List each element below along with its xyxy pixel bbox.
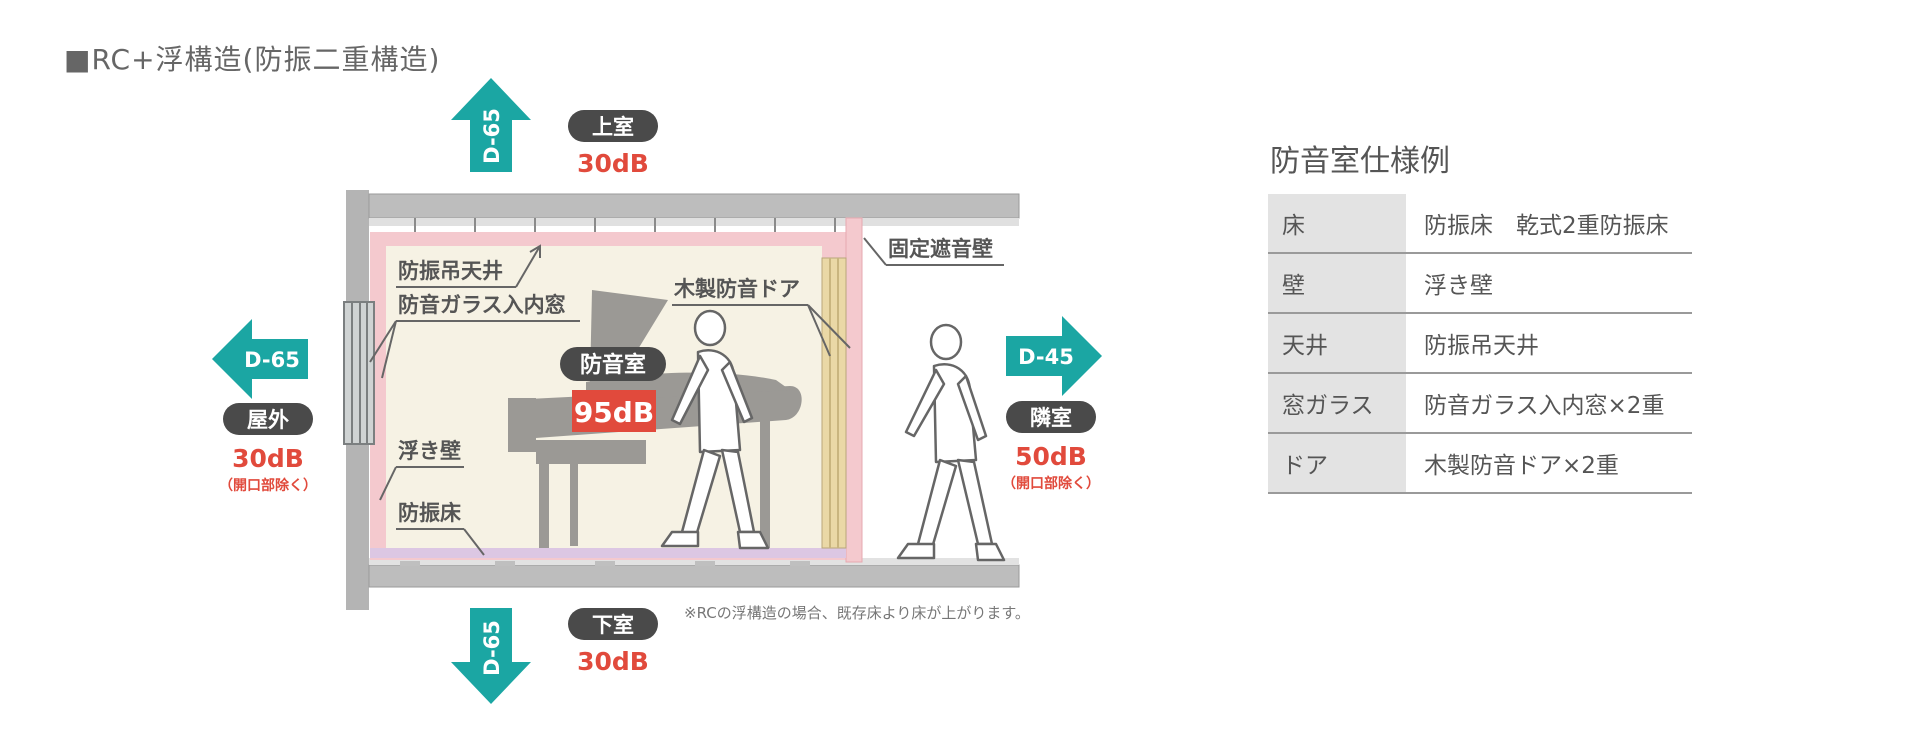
- zone-next-name: 隣室: [1030, 406, 1072, 430]
- callout-fixed-wall: 固定遮音壁: [888, 237, 993, 261]
- table-row: 床 防振床 乾式2重防振床: [1268, 194, 1692, 254]
- spec-value: 防振床 乾式2重防振床: [1406, 194, 1692, 254]
- zone-outside-db: 30dB: [232, 444, 304, 473]
- spec-title: 防音室仕様例: [1270, 144, 1450, 179]
- floor-layer: [370, 548, 846, 558]
- wooden-door: [821, 257, 847, 549]
- page-title: ■RC+浮構造(防振二重構造): [64, 43, 441, 76]
- callout-door: 木製防音ドア: [673, 277, 800, 301]
- zone-outside: 屋外 30dB （開口部除く）: [219, 403, 317, 494]
- spec-key: 天井: [1268, 313, 1406, 374]
- person-next-room-icon: [896, 323, 1006, 562]
- window: [343, 301, 375, 445]
- top-slab: [368, 193, 1020, 219]
- arrow-up: D-65: [451, 78, 531, 172]
- zone-next-db: 50dB: [1015, 442, 1087, 471]
- zone-next: 隣室 50dB （開口部除く）: [1002, 401, 1100, 492]
- spec-key: 窓ガラス: [1268, 373, 1406, 434]
- zone-upper-db: 30dB: [577, 149, 649, 178]
- zone-outside-note: （開口部除く）: [219, 477, 317, 494]
- spec-value: 防振吊天井: [1406, 313, 1692, 374]
- table-row: 天井 防振吊天井: [1268, 313, 1692, 374]
- zone-upper: 上室 30dB: [568, 110, 658, 178]
- footnote: ※RCの浮構造の場合、既存床より床が上がります。: [684, 604, 1030, 622]
- zone-lower-db: 30dB: [577, 647, 649, 676]
- arrow-down-label: D-65: [480, 620, 504, 676]
- spec-table: 床 防振床 乾式2重防振床 壁 浮き壁 天井 防振吊天井 窓ガラス 防音ガラス入…: [1268, 194, 1692, 494]
- arrow-left: D-65: [212, 319, 308, 399]
- arrow-right: D-45: [1006, 316, 1102, 396]
- zone-room: 防音室 95dB: [560, 347, 666, 432]
- callout-floor: 防振床: [398, 501, 461, 525]
- table-row: 壁 浮き壁: [1268, 253, 1692, 314]
- spec-value: 防音ガラス入内窓×2重: [1406, 373, 1692, 434]
- spec-key: 壁: [1268, 253, 1406, 314]
- structure: [346, 190, 1020, 610]
- zone-next-note: （開口部除く）: [1002, 475, 1100, 492]
- fixed-wall: [845, 217, 863, 563]
- callout-float-wall: 浮き壁: [398, 439, 461, 463]
- zone-room-db: 95dB: [574, 396, 654, 429]
- callouts: 防振吊天井 防音ガラス入内窓 木製防音ドア 固定遮音壁 浮き壁 防振床: [369, 237, 1004, 556]
- zone-lower: 下室 30dB: [568, 608, 658, 676]
- bottom-slab: [368, 564, 1020, 588]
- arrow-right-label: D-45: [1018, 345, 1074, 369]
- zone-room-name: 防音室: [580, 352, 646, 378]
- spec-value: 木製防音ドア×2重: [1406, 433, 1692, 494]
- table-row: 窓ガラス 防音ガラス入内窓×2重: [1268, 373, 1692, 434]
- spec-key: 床: [1268, 194, 1406, 254]
- spec-value: 浮き壁: [1406, 253, 1692, 314]
- zone-upper-name: 上室: [592, 115, 634, 139]
- arrow-down: D-65: [451, 608, 531, 704]
- zone-outside-name: 屋外: [247, 408, 289, 432]
- arrow-up-label: D-65: [480, 108, 504, 164]
- spec-key: ドア: [1268, 433, 1406, 494]
- arrow-left-label: D-65: [244, 348, 300, 372]
- table-row: ドア 木製防音ドア×2重: [1268, 433, 1692, 494]
- callout-window: 防音ガラス入内窓: [398, 293, 566, 317]
- person-inside-icon: [660, 309, 770, 550]
- zone-lower-name: 下室: [592, 613, 634, 637]
- callout-ceiling: 防振吊天井: [398, 259, 503, 283]
